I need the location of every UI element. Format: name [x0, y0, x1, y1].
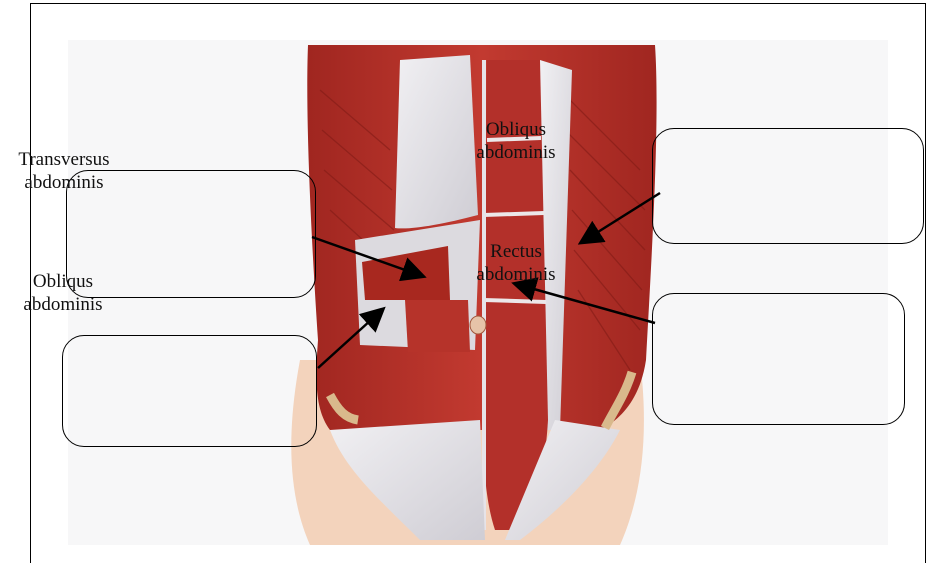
answer-box-3[interactable] — [652, 128, 924, 244]
label-line: abdominis — [8, 293, 118, 316]
label-line: abdominis — [4, 171, 124, 194]
label-rectus: Rectus abdominis — [466, 240, 566, 286]
label-line: Obliqus — [8, 270, 118, 293]
label-obliquus-left: Obliqus abdominis — [8, 270, 118, 316]
label-obliquus-top: Obliqus abdominis — [468, 118, 564, 164]
answer-box-2[interactable] — [62, 335, 317, 447]
label-line: abdominis — [468, 141, 564, 164]
label-line: abdominis — [466, 263, 566, 286]
internal-oblique-piece — [405, 300, 470, 352]
label-line: Rectus — [466, 240, 566, 263]
aponeurosis-left-upper — [395, 55, 478, 228]
answer-box-4[interactable] — [652, 293, 905, 425]
label-transversus: Transversus abdominis — [4, 148, 124, 194]
navel — [470, 316, 486, 334]
label-line: Transversus — [4, 148, 124, 171]
label-line: Obliqus — [468, 118, 564, 141]
